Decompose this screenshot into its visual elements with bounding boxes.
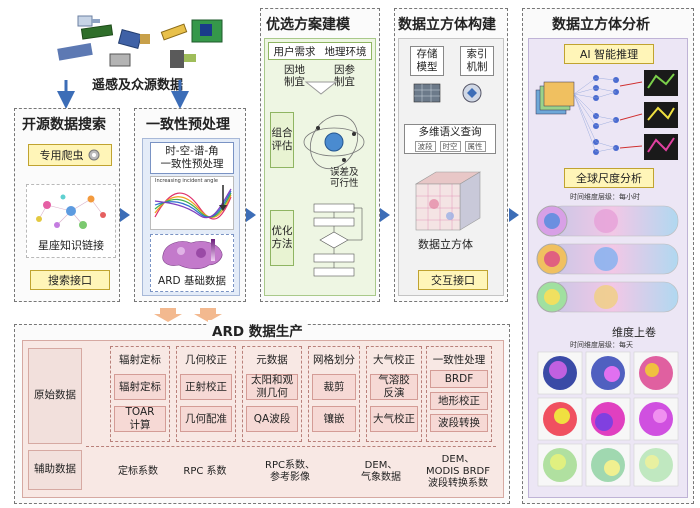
query-tag: 波段 [414, 140, 436, 152]
ard-step-box: 地形校正 [430, 392, 488, 410]
data-cube-icon [414, 171, 482, 231]
global-cylinders-icon [536, 205, 679, 313]
ard-step-box: BRDF [430, 370, 488, 388]
gear-icon [88, 149, 99, 161]
china-map-icon [162, 239, 223, 270]
flow-arrow-1 [120, 208, 130, 222]
ard-column-title: 网格划分 [313, 354, 355, 366]
param-label: 因参 制宜 [334, 64, 355, 89]
aux-divider [86, 446, 496, 447]
spectral-curves [154, 185, 232, 220]
ai-box: AI 智能推理 [564, 44, 654, 64]
aux-item: RPC系数、 参考影像 [265, 460, 315, 483]
ard-column [242, 346, 302, 442]
ard-step-box: 裁剪 [312, 374, 356, 400]
storage-box: 存储 模型 [410, 46, 444, 76]
knowledge-graph-icon [36, 194, 106, 229]
raw-data-box: 原始数据 [28, 348, 82, 444]
aux-data-box: 辅助数据 [28, 450, 82, 490]
kg-label: 星座知识链接 [38, 239, 104, 252]
globe-grid-icon [537, 351, 679, 487]
aux-item: 定标系数 [118, 466, 158, 477]
ard-step-box: 正射校正 [180, 374, 232, 400]
storage-icons [413, 83, 482, 103]
ard-step-box: 气溶胶 反演 [370, 374, 418, 400]
aux-item: DEM、 气象数据 [361, 460, 401, 483]
cube-title: 数据立方体构建 [398, 17, 496, 33]
knowledge-graph: 星座知识链接 [26, 184, 116, 258]
search-title: 开源数据搜索 [22, 117, 106, 133]
ard-column-title: 一致性处理 [432, 354, 486, 366]
ard-column [366, 346, 422, 442]
ard-column [308, 346, 360, 442]
geo-env: 地理环境 [324, 45, 367, 58]
aux-item: DEM、 MODIS BRDF 波段转换系数 [426, 454, 490, 489]
ard-column-title: 辐射定标 [119, 354, 161, 366]
satellite-images [52, 10, 252, 72]
error-label: 误差及 可行性 [330, 167, 359, 189]
ard-column [426, 346, 492, 442]
cube-inner [398, 38, 504, 296]
ard-step-box: 太阳和观 测几何 [246, 374, 298, 400]
caption-hourly: 时间维度层级：每小时 [570, 193, 640, 201]
funnel-icon [304, 81, 338, 95]
consistency-box: 时-空-谱-角 一致性预处理 [150, 142, 234, 174]
sources-label: 遥感及众源数据 [92, 78, 184, 93]
orbit-earth-icon [303, 114, 365, 170]
ard-map-box: ARD 基础数据 [150, 234, 234, 292]
eval-box: 组合 评估 [270, 112, 294, 168]
ard-step-box: 几何配准 [180, 406, 232, 432]
query-tag: 属性 [464, 140, 486, 152]
caption-daily: 时间维度层级：每天 [570, 341, 633, 349]
aux-item: RPC 系数 [183, 466, 227, 477]
ard-column-title: 大气校正 [373, 354, 415, 366]
local-label: 因地 制宜 [284, 64, 305, 89]
optimal-title: 优选方案建模 [266, 17, 350, 33]
flow-arrow-3 [380, 208, 390, 222]
ard-step-box: 镶嵌 [312, 406, 356, 432]
global-box: 全球尺度分析 [564, 168, 654, 188]
satellite-icon [57, 15, 223, 68]
ard-column-title: 元数据 [256, 354, 288, 366]
ard-basic-label: ARD 基础数据 [158, 275, 226, 287]
index-box: 索引 机制 [460, 46, 494, 76]
query-tag: 时空 [439, 140, 461, 152]
query-tags: 波段 时空 属性 [414, 140, 486, 152]
ard-step-box: 辐射定标 [114, 374, 166, 400]
angle-chart-caption: Increasing incident angle [155, 178, 218, 184]
ard-column [110, 346, 170, 442]
interact-api-box: 交互接口 [418, 270, 488, 290]
flow-arrow-4 [509, 208, 519, 222]
ard-column [176, 346, 236, 442]
flow-arrow-2 [246, 208, 256, 222]
ard-column-title: 几何校正 [185, 354, 227, 366]
ard-step-box: QA波段 [246, 406, 298, 432]
crawler-box: 专用爬虫 [28, 144, 112, 166]
analysis-title: 数据立方体分析 [552, 17, 650, 33]
ard-step-box: 大气校正 [370, 406, 418, 432]
ard-title: ARD 数据生产 [208, 320, 307, 340]
user-geo-row: 用户需求 地理环境 [268, 42, 372, 60]
ard-step-box: 波段转换 [430, 414, 488, 432]
cube-label: 数据立方体 [418, 238, 473, 251]
angle-chart: Increasing incident angle [150, 176, 234, 230]
user-need: 用户需求 [273, 45, 316, 58]
query-box: 多维语义查询 波段 时空 属性 [404, 124, 496, 154]
ai-network-icon [535, 70, 678, 160]
preprocess-title: 一致性预处理 [146, 117, 230, 133]
flowchart-icon [313, 203, 363, 277]
query-label: 多维语义查询 [418, 126, 482, 139]
search-api-box: 搜索接口 [30, 270, 110, 290]
rollup-label: 维度上卷 [612, 326, 656, 339]
method-box: 优化 方法 [270, 210, 294, 266]
ard-step-box: TOAR 计算 [114, 406, 166, 432]
